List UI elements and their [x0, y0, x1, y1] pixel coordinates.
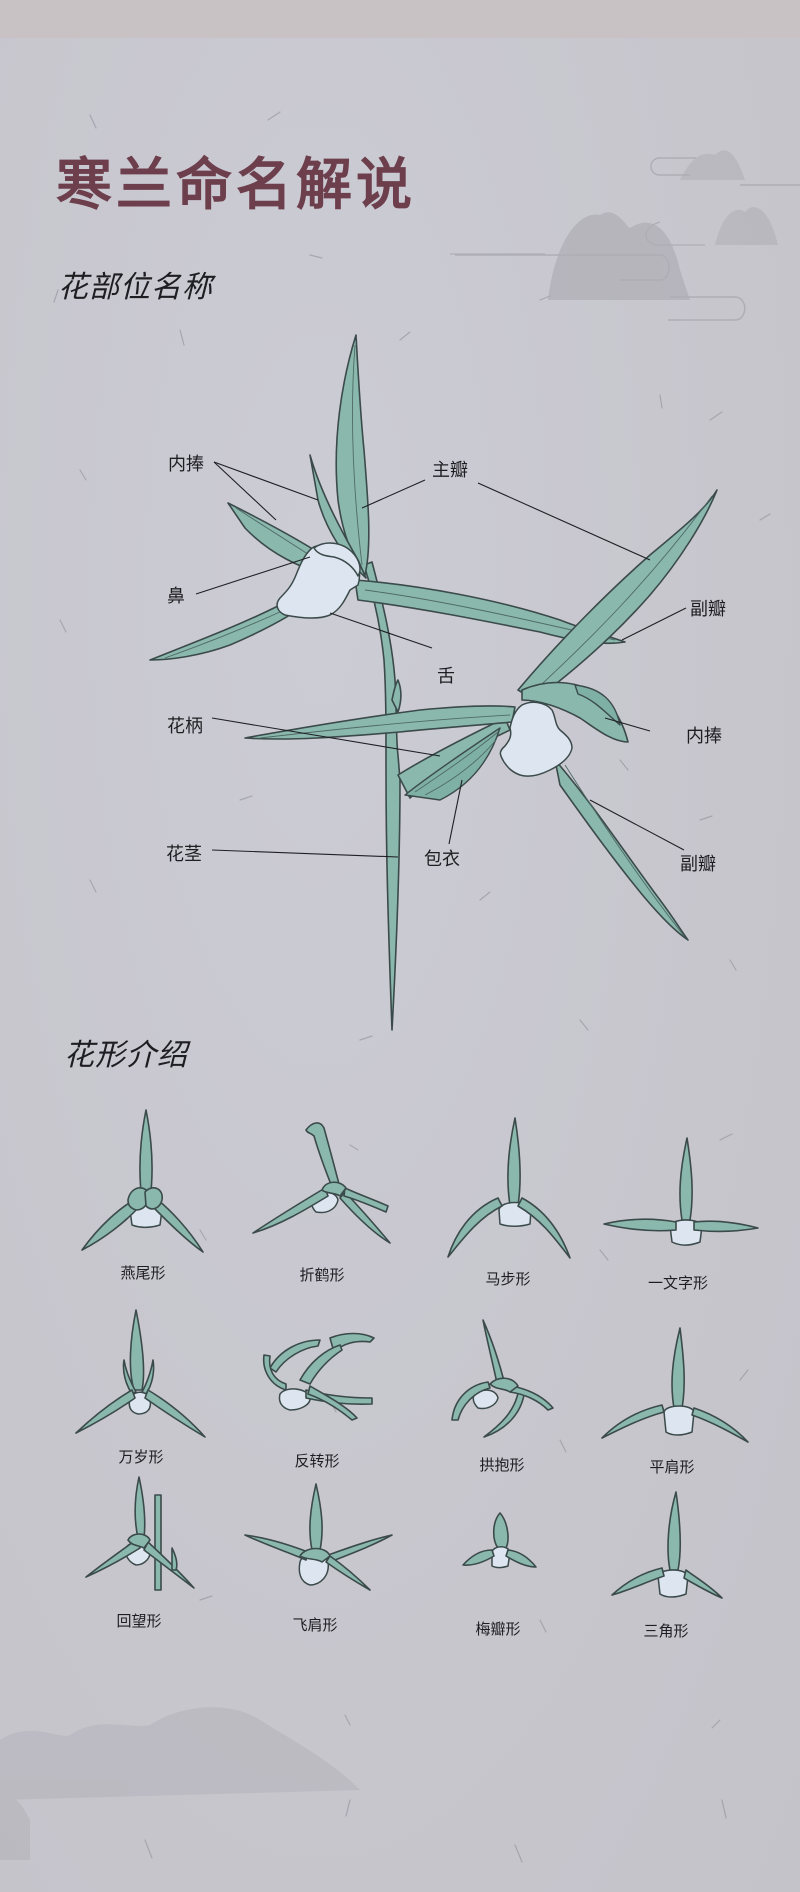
swallowtail-flower-icon [81, 1109, 204, 1253]
shape-caption-6: 反转形 [294, 1452, 340, 1470]
label-inner-petal-left: 内捧 [168, 454, 204, 475]
shape-caption-1: 燕尾形 [120, 1264, 166, 1282]
long-live-flower-icon [75, 1309, 206, 1438]
horse-stance-flower-icon [447, 1117, 571, 1259]
wall-top-band [0, 0, 800, 40]
shape-caption-11: 梅瓣形 [475, 1620, 521, 1638]
folded-crane-flower-icon [252, 1122, 391, 1244]
label-lateral-sepal-upper: 副瓣 [690, 599, 726, 620]
flat-shoulder-flower-icon [601, 1327, 749, 1443]
parts-section-heading: 花部位名称 [58, 270, 213, 305]
flying-shoulder-flower-icon [244, 1483, 393, 1591]
label-main-sepal: 主瓣 [432, 460, 468, 481]
flower2-left-sepal [244, 705, 516, 740]
paper-fiber-flecks [53, 111, 771, 1863]
flower2-lip [499, 701, 573, 777]
flower2-main-sepal [517, 489, 718, 701]
shape-caption-8: 平肩形 [649, 1458, 695, 1476]
label-lateral-sepal-lower: 副瓣 [680, 854, 716, 875]
shape-caption-9: 回望形 [116, 1612, 162, 1630]
shapes-section-heading: 花形介绍 [64, 1038, 188, 1073]
label-inner-petal-right: 内捧 [686, 726, 722, 747]
callout-leader-lines [195, 461, 687, 858]
looking-back-flower-icon [85, 1476, 195, 1591]
triangle-flower-icon [611, 1491, 723, 1599]
reversed-flower-icon [262, 1332, 375, 1421]
shape-caption-12: 三角形 [643, 1622, 689, 1640]
shape-caption-4: 一文字形 [647, 1274, 709, 1292]
label-tongue: 舌 [437, 666, 455, 687]
bottom-ink-mist [0, 1707, 360, 1860]
shape-caption-5: 万岁形 [118, 1448, 164, 1466]
plum-petal-flower-icon [462, 1512, 537, 1569]
flat-line-flower-icon [603, 1137, 759, 1246]
bract [404, 727, 501, 801]
label-scape: 花茎 [166, 844, 202, 865]
label-bract: 包衣 [424, 849, 460, 870]
shape-caption-10: 飞肩形 [292, 1616, 338, 1634]
embracing-flower-icon [451, 1319, 554, 1438]
ink-mountains-decoration [450, 150, 800, 321]
poster-title: 寒兰命名解说 [56, 152, 416, 218]
shape-caption-2: 折鹤形 [299, 1266, 345, 1284]
shape-caption-7: 拱抱形 [479, 1456, 525, 1474]
label-pedicel: 花柄 [167, 716, 203, 737]
shape-caption-3: 马步形 [485, 1270, 531, 1288]
label-nose: 鼻 [167, 586, 185, 607]
